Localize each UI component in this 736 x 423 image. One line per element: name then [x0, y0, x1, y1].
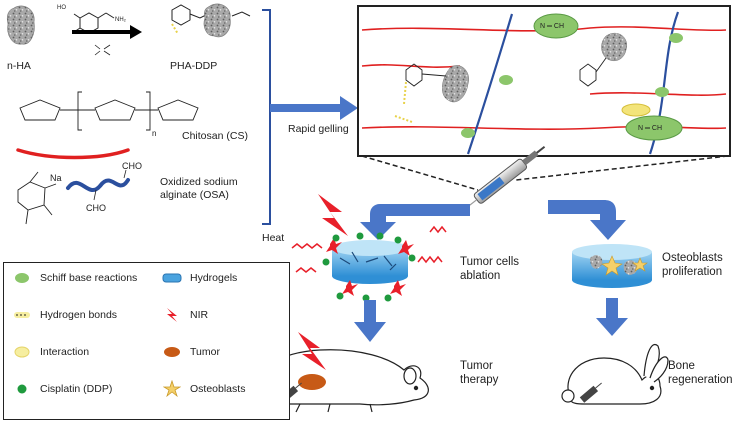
label-osteo-prolif: Osteoblasts proliferation	[662, 252, 723, 278]
label-chitosan: Chitosan (CS)	[182, 130, 248, 142]
legend-item-cisplatin: Cisplatin (DDP)	[12, 382, 112, 396]
label-rapid-gelling: Rapid gelling	[288, 123, 349, 135]
label-chem-n: n	[152, 129, 157, 138]
heat-waves	[291, 225, 447, 273]
yellow-ellipse-icon	[12, 345, 32, 359]
network-schiff-nodes	[461, 13, 683, 141]
label-heat: Heat	[262, 232, 285, 244]
hydrogen-bond-icon	[12, 308, 32, 322]
legend-item-tumor: Tumor	[162, 345, 220, 359]
lightning-icon	[162, 308, 182, 322]
cisplatin-structure	[94, 44, 111, 56]
osa-structure	[17, 171, 57, 225]
label-schiff-bottom: N ═ CH	[638, 125, 663, 132]
tumor-icon	[162, 345, 182, 359]
legend-label-osteoblasts: Osteoblasts	[190, 383, 246, 395]
nir-bolt-top	[318, 194, 348, 236]
legend-item-schiff: Schiff base reactions	[12, 271, 137, 285]
gelling-arrow	[270, 96, 358, 120]
syringe-icon	[459, 145, 546, 214]
rabbit-icon	[561, 343, 669, 405]
legend-label-nir: NIR	[190, 309, 209, 321]
zoom-line-right	[515, 155, 729, 181]
label-chem-cho-1: CHO	[122, 161, 142, 171]
legend-item-hbond: Hydrogen bonds	[12, 308, 117, 322]
legend-item-osteoblasts: Osteoblasts	[162, 380, 246, 398]
dopamine-structure	[73, 12, 115, 34]
legend-item-nir: NIR	[162, 308, 208, 322]
network-linkers	[403, 57, 607, 105]
chitosan-chain-line	[16, 148, 130, 160]
legend-label-cisplatin: Cisplatin (DDP)	[40, 383, 113, 395]
label-chem-cho-2: CHO	[86, 203, 106, 213]
hydrogel-disc-tumor	[332, 240, 408, 284]
nir-sparks	[326, 238, 414, 296]
network-interaction-node	[621, 103, 651, 117]
label-chem-nh2: NH₂	[115, 17, 126, 23]
legend: Schiff base reactions Hydrogels Hydrogen…	[3, 262, 290, 420]
chitosan-structure	[19, 91, 199, 131]
hydrogel-disc-icon	[162, 271, 182, 285]
synthesis-arrowhead	[130, 25, 142, 39]
legend-label-interaction: Interaction	[40, 346, 90, 358]
label-nha: n-HA	[7, 60, 31, 72]
zoom-line-left	[361, 155, 479, 191]
materials-bracket	[262, 9, 271, 225]
rabbit-syringe-icon	[579, 382, 602, 403]
network-hbond	[394, 115, 413, 123]
osa-chain-line	[66, 178, 130, 193]
label-chem-na: Na	[50, 173, 62, 183]
hydrogel-disc-bone	[572, 244, 652, 288]
arrow-to-mouse	[354, 300, 386, 342]
label-chem-ho: HO	[57, 5, 66, 11]
legend-item-interaction: Interaction	[12, 345, 89, 359]
legend-item-hydrogels: Hydrogels	[162, 271, 237, 285]
nha-particle	[6, 5, 35, 45]
legend-label-schiff: Schiff base reactions	[40, 272, 138, 284]
legend-label-hydrogels: Hydrogels	[190, 272, 238, 284]
arrow-to-tumor	[360, 204, 470, 240]
label-tumor-therapy: Tumor therapy	[460, 360, 499, 386]
cisplatin-dot-icon	[12, 382, 32, 396]
label-pha-ddp: PHA-DDP	[170, 60, 218, 72]
arrow-to-bone	[548, 200, 626, 240]
network-nha-particles	[442, 32, 628, 103]
legend-label-hbond: Hydrogen bonds	[40, 309, 118, 321]
cisplatin-dots	[322, 232, 416, 302]
pha-ddp-structure	[171, 3, 251, 38]
tumor-on-mouse	[298, 374, 326, 390]
legend-label-tumor: Tumor	[190, 346, 220, 358]
nir-bolt-mouse	[298, 332, 326, 370]
label-schiff-top: N ═ CH	[540, 23, 565, 30]
label-tumor-ablation: Tumor cells ablation	[460, 256, 519, 282]
green-ellipse-icon	[12, 271, 32, 285]
label-osa: Oxidized sodium alginate (OSA)	[160, 176, 238, 201]
osteoblast-star-icon	[162, 380, 182, 398]
label-bone-regen: Bone regeneration	[668, 360, 733, 386]
arrow-to-rabbit	[596, 298, 628, 336]
